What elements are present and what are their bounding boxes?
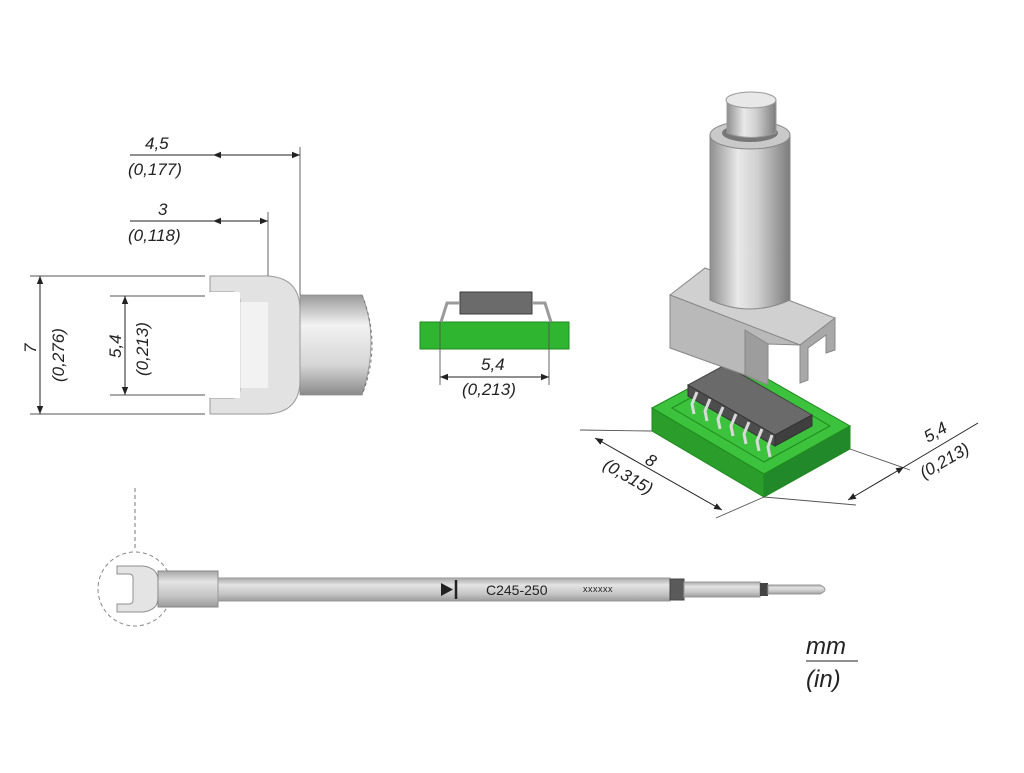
cartridge-pin: [767, 584, 826, 595]
units-legend: mm (in): [806, 633, 858, 693]
fork-inner-shade: [240, 302, 268, 388]
unit-metric: mm: [806, 633, 846, 660]
ext-line: [715, 496, 765, 519]
chip-lead-left: [439, 301, 460, 323]
cartridge-model: C245-250: [486, 582, 548, 598]
dim-height-outer-in: (0,276): [49, 328, 68, 382]
tool-barrel: [709, 134, 791, 310]
ext-line: [579, 429, 653, 432]
pcb-side: [419, 321, 570, 350]
cartridge-ring: [760, 583, 768, 596]
dim-width-outer-in: (0,177): [128, 160, 182, 179]
dim-height-outer: 7: [21, 343, 40, 353]
dim-chip-width-in: (0,213): [462, 380, 516, 399]
dim-height-inner-in: (0,213): [133, 322, 152, 376]
dim-iso-length: 8: [642, 450, 660, 471]
tool-bracket-leg-left: [744, 329, 769, 386]
tip-shank: [299, 294, 372, 396]
dim-iso-width-in: (0,213): [917, 439, 973, 482]
dim-chip-width: 5,4: [481, 355, 505, 374]
tool-rod: [726, 99, 777, 138]
isometric-view: 8 (0,315) 5,4 (0,213): [579, 91, 979, 519]
chip-leads: [690, 391, 774, 458]
cartridge-fork: [116, 565, 159, 613]
fork-inner-slot: [210, 292, 240, 398]
cartridge-view: C245-250 xxxxxx: [97, 488, 826, 627]
tool-bracket-leg-right: [799, 316, 836, 384]
dim-width-inner: 3: [158, 200, 168, 219]
dim-width-inner-in: (0,118): [128, 226, 181, 245]
front-view: 4,5 (0,177) 3 (0,118) 7 (0,276) 5,4 (0,2…: [21, 134, 373, 415]
cartridge-band: [669, 578, 685, 601]
ext-line: [849, 448, 911, 471]
cartridge-hub: [157, 570, 219, 608]
cartridge-arrow-marker: [441, 583, 453, 596]
ext-line: [763, 496, 857, 506]
chip-side-view: 5,4 (0,213): [419, 291, 570, 399]
tool-rod-top: [725, 91, 777, 109]
chip-body-side: [459, 291, 533, 315]
unit-imperial: (in): [806, 666, 841, 693]
dim-iso-length-line: [594, 437, 723, 511]
cartridge-serial: xxxxxx: [583, 584, 613, 594]
tip-shank-edge: [361, 294, 373, 396]
chip-right: [774, 414, 813, 447]
dim-width-outer: 4,5: [145, 134, 169, 153]
dim-height-inner: 5,4: [106, 334, 125, 358]
dim-iso-width-line: [847, 466, 905, 501]
chip-lead-right: [532, 301, 553, 323]
dim-leader: [903, 422, 979, 468]
cartridge-rear: [683, 581, 761, 598]
